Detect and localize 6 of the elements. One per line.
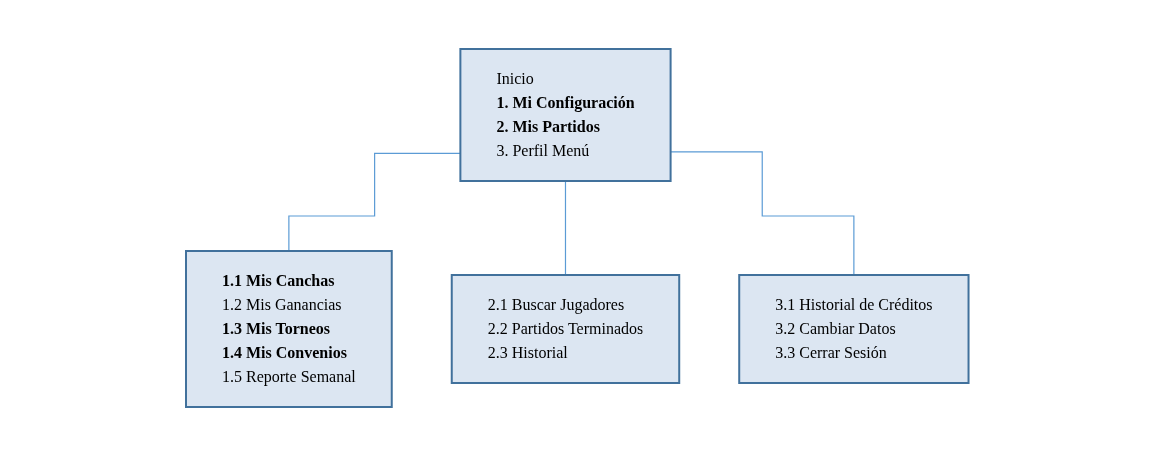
- node-box: 2.1 Buscar Jugadores 2.2 Partidos Terminados 2.3 Historial: [451, 273, 681, 384]
- node-box: Inicio 1. Mi Configuración 2. Mis Partidos 3. Perfil Menú: [459, 47, 672, 182]
- connector: [565, 179, 567, 276]
- node-box: 1.1 Mis Canchas 1.2 Mis Ganancias 1.3 Mis Torneos 1.4 Mis Convenios 1.5 Reporte Semanal: [185, 249, 393, 408]
- node-box: 3.1 Historial de Créditos 3.2 Cambiar Datos 3.3 Cerrar Sesión: [738, 273, 970, 384]
- connector: [670, 150, 855, 276]
